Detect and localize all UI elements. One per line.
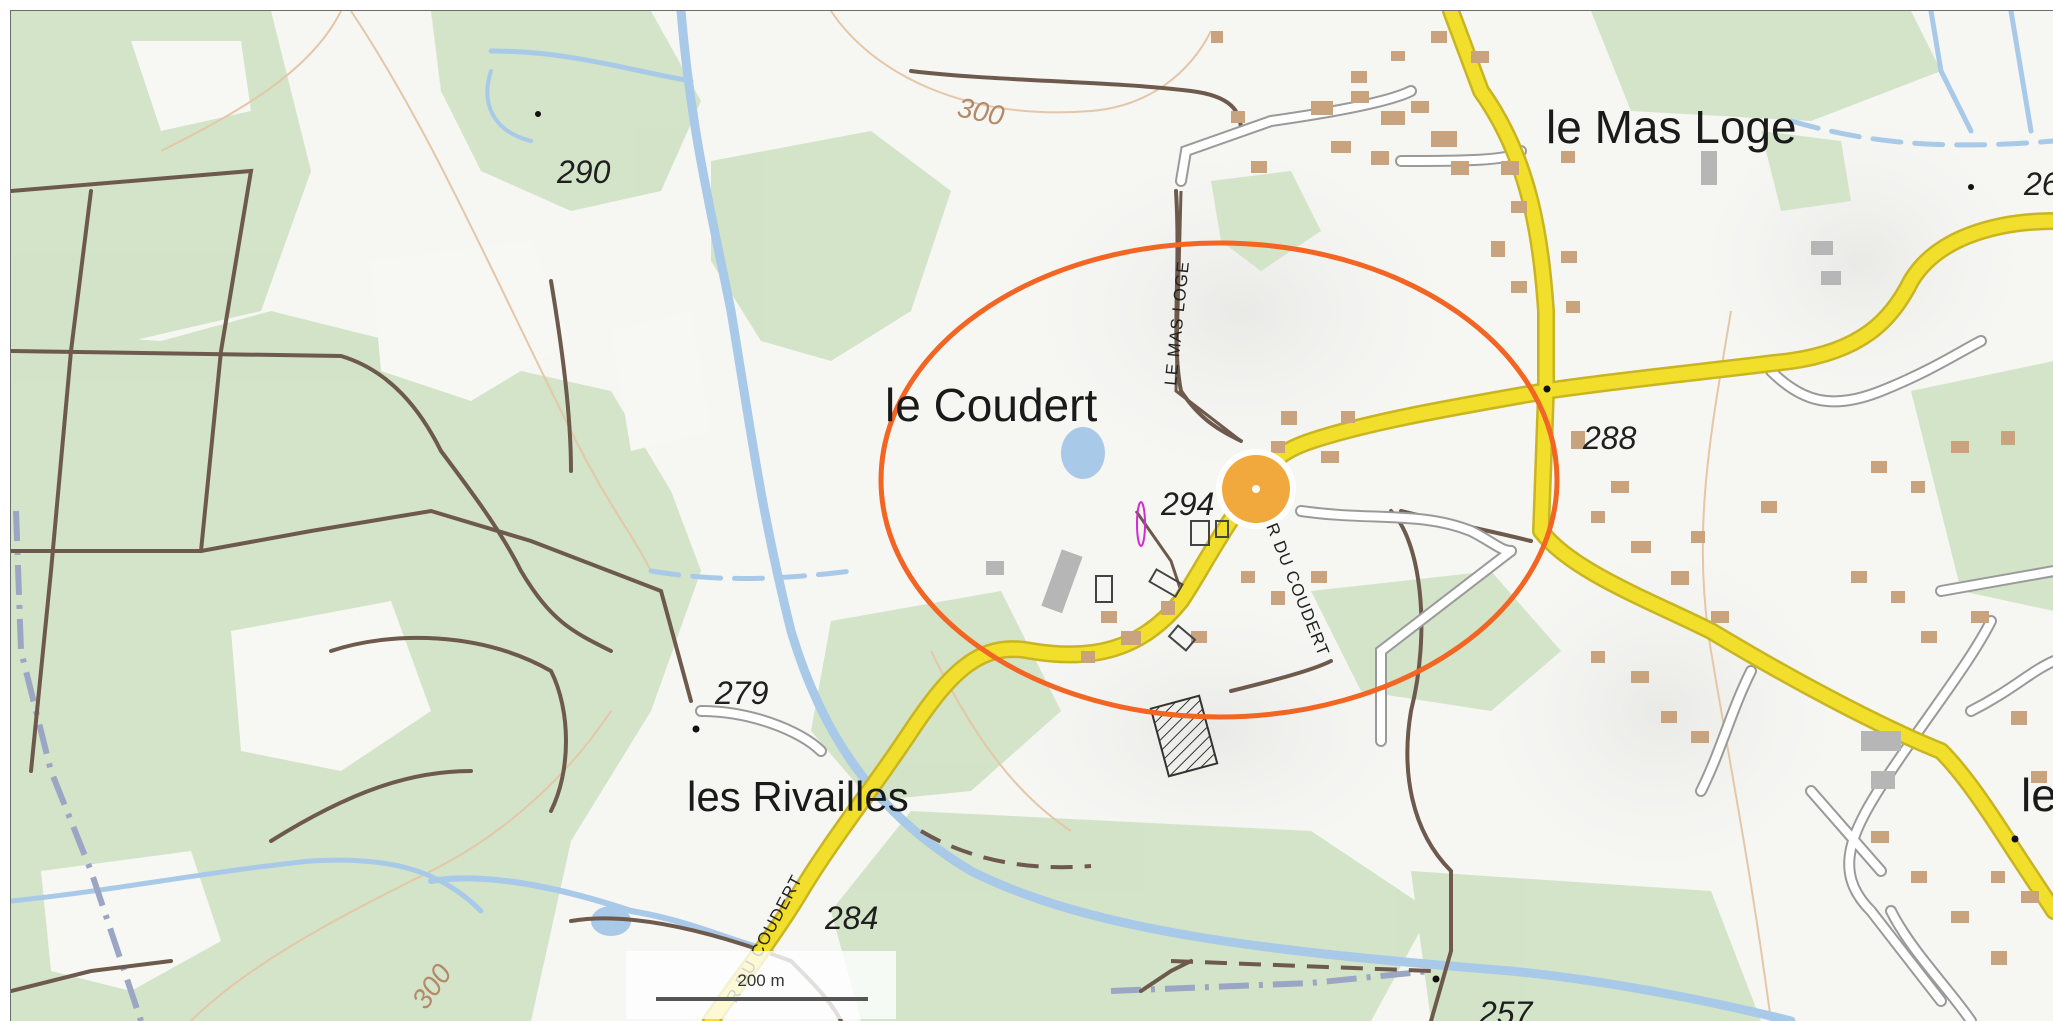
altitude-label: 294 (1160, 486, 1214, 522)
altitude-label: 257 (1478, 995, 1534, 1021)
clearings (41, 41, 711, 991)
scale-bar-label: 200 m (737, 971, 785, 990)
outline-buildings (1095, 520, 1229, 652)
altitude-label: 288 (1582, 420, 1637, 456)
dashed-paths (919, 829, 1432, 973)
location-marker[interactable] (1216, 449, 1296, 529)
contour-lines (160, 11, 1772, 1021)
altitude-label: 290 (556, 154, 611, 190)
magenta-marker (1136, 501, 1146, 547)
waterways (11, 11, 2053, 1021)
buildings (1081, 31, 2047, 965)
minor-roads-fill (697, 87, 2053, 1021)
main-roads (704, 11, 2053, 1021)
altitude-label: 284 (824, 900, 878, 936)
railway (1110, 968, 1432, 994)
map-canvas[interactable]: le Mas Loge le Coudert les Rivailles le … (11, 11, 2053, 1021)
junction-dots (535, 111, 2019, 983)
place-label-le-edge: le (2021, 769, 2053, 821)
altitude-label: 26 (2023, 166, 2053, 202)
pond (591, 906, 631, 936)
pond (1061, 427, 1105, 479)
place-label-le-coudert: le Coudert (885, 379, 1097, 431)
map-view[interactable]: le Mas Loge le Coudert les Rivailles le … (10, 10, 2053, 1021)
scale-bar-line (656, 997, 868, 1001)
grey-buildings (986, 151, 1901, 789)
place-label-les-rivailles: les Rivailles (687, 773, 909, 820)
place-label-le-mas-loge: le Mas Loge (1546, 101, 1797, 153)
scale-bar: 200 m (626, 951, 896, 1019)
highlight-ellipse (878, 240, 1560, 720)
altitude-label: 279 (714, 675, 769, 711)
